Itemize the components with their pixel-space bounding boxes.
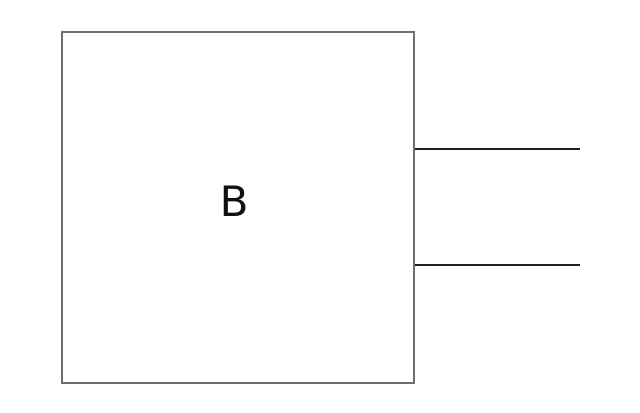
block-b-label: B — [220, 177, 249, 226]
block-b-rect[interactable] — [61, 31, 415, 384]
